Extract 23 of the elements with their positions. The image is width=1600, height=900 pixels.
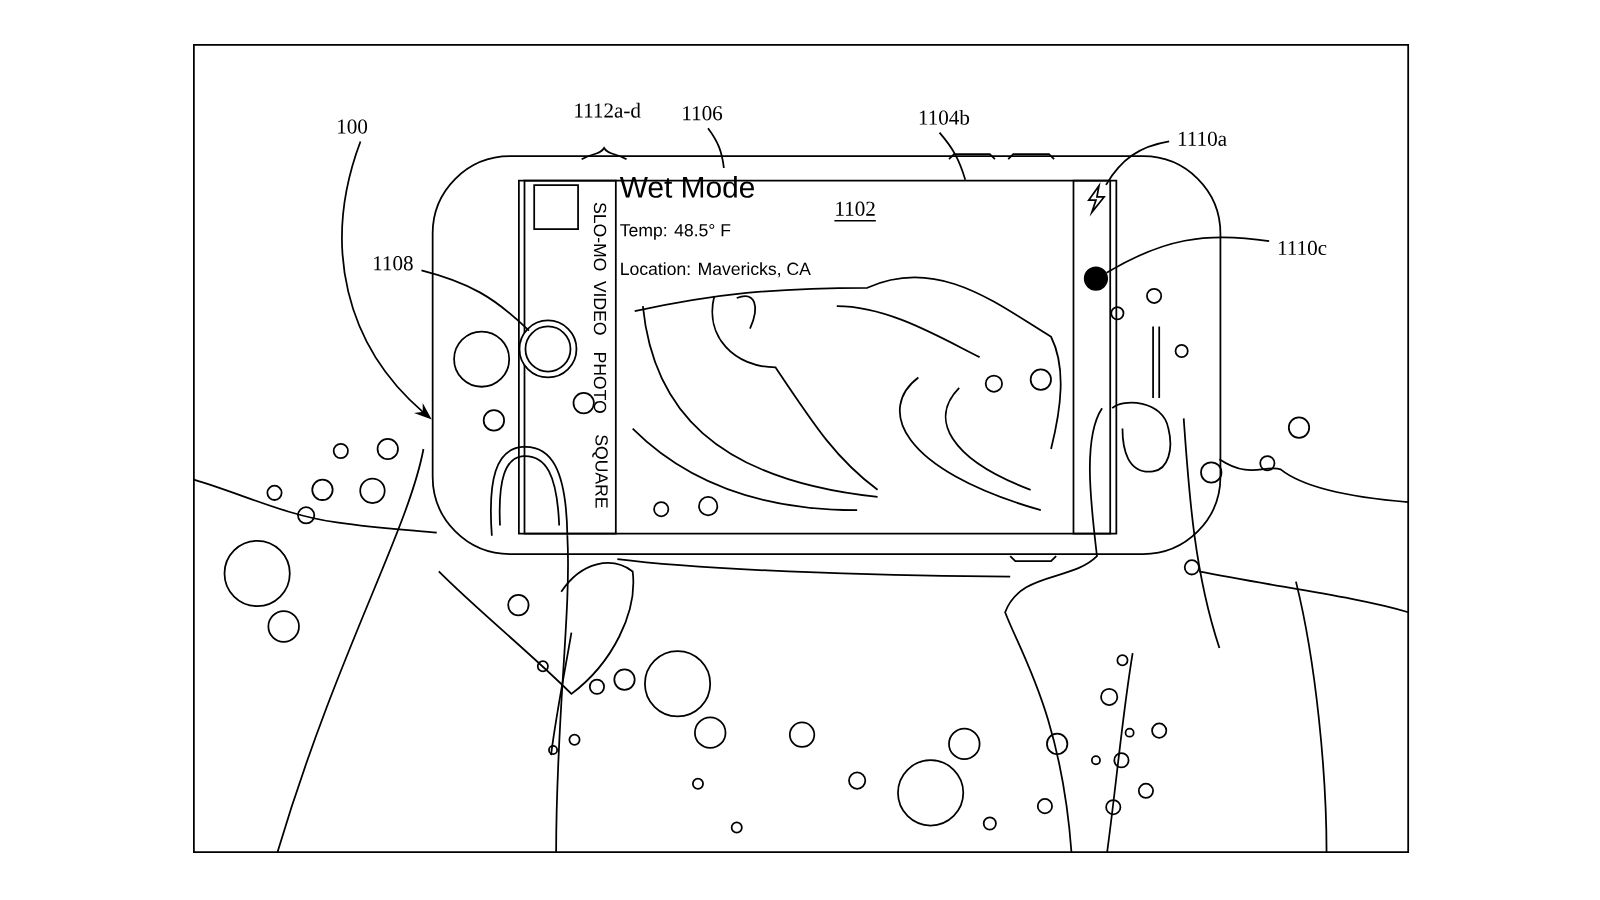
- overlay-text: Wet Mode Temp: 48.5° F Location: Mavericks, CA: [619, 175, 811, 278]
- record-dot: [1083, 266, 1109, 291]
- leader-line: [1105, 236, 1271, 274]
- mode-label: SLO-MO: [593, 202, 607, 271]
- callout-number: 100: [338, 119, 368, 134]
- callout-number: 1106: [683, 106, 723, 121]
- mode-label: PHOTO: [593, 353, 607, 413]
- callout-number: 1110a: [1178, 131, 1227, 146]
- mode-label: SQUARE: [592, 435, 608, 508]
- shutter-button: [518, 319, 578, 379]
- callout-number: 1104b: [919, 109, 970, 125]
- leader-line: [938, 131, 967, 181]
- control-strip: [1072, 179, 1118, 535]
- phone-body: [431, 155, 1222, 555]
- callout-number: 1108: [374, 256, 413, 271]
- leader-line: [1105, 140, 1171, 186]
- leader-line: [707, 127, 725, 169]
- leader-line: [420, 269, 530, 332]
- callout-number: 1112a-d: [575, 102, 641, 118]
- reference-number: 1102: [833, 201, 877, 222]
- mode-label: VIDEO: [593, 280, 607, 335]
- callout-number: 1110c: [1278, 240, 1327, 256]
- thumbnail-square: [533, 184, 579, 230]
